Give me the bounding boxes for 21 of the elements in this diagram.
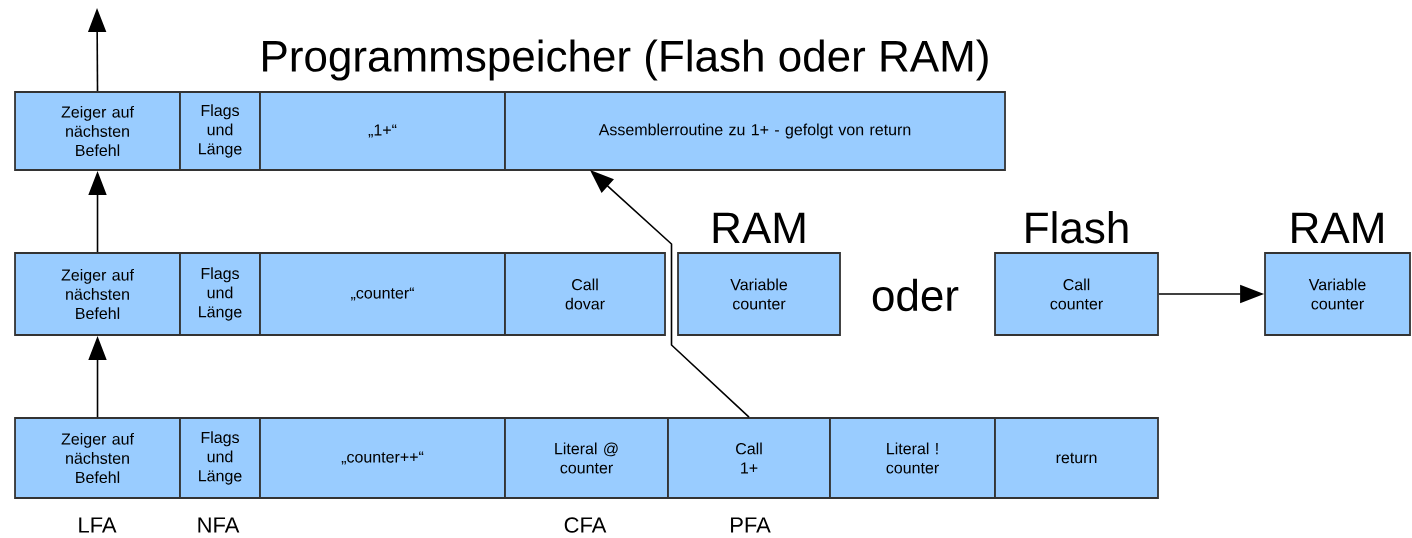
field-label: PFA: [731, 517, 771, 533]
field-label: oder: [872, 278, 959, 312]
memory-cell: Variable counter: [1264, 252, 1411, 336]
memory-cell: Flags und Länge: [179, 417, 261, 499]
memory-type-label: RAM: [1292, 212, 1383, 243]
memory-cell: Call dovar: [504, 252, 666, 336]
memory-cell: Variable counter: [677, 252, 841, 336]
field-label: LFA: [79, 517, 117, 533]
field-label: CFA: [564, 517, 607, 533]
memory-cell: Flags und Länge: [179, 252, 261, 336]
field-label: NFA: [198, 517, 240, 533]
memory-cell: Call 1+: [667, 417, 831, 499]
memory-cell: Call counter: [994, 252, 1159, 336]
memory-type-label: RAM: [713, 212, 805, 243]
memory-cell: Flags und Länge: [179, 91, 261, 171]
memory-type-label: Flash: [1026, 211, 1128, 244]
memory-cell: return: [994, 417, 1159, 499]
arrow: [590, 170, 750, 418]
memory-cell: Literal @ counter: [504, 417, 669, 499]
title: Programmspeicher (Flash oder RAM): [263, 39, 988, 81]
memory-cell: Literal ! counter: [829, 417, 996, 499]
